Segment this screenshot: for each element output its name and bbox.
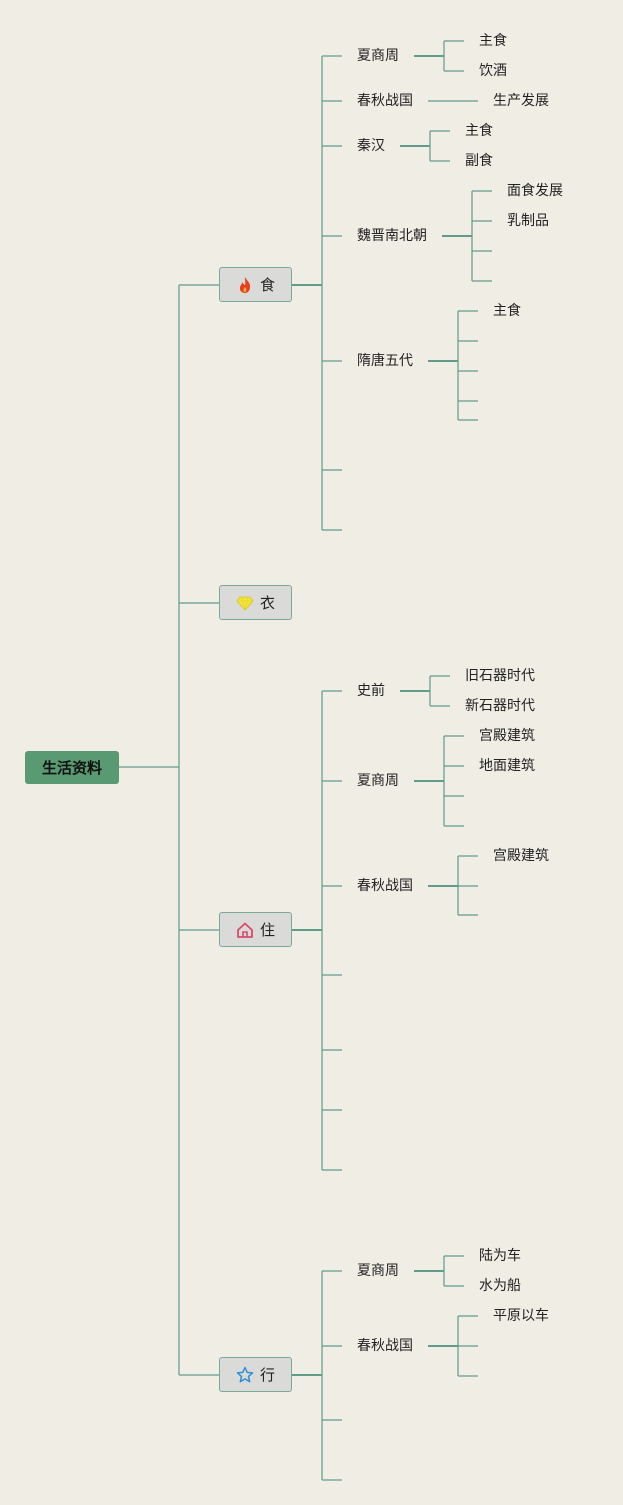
subtopic-label[interactable]: 平原以车	[493, 1308, 549, 1324]
fire-icon	[239, 276, 251, 293]
gem-icon	[236, 596, 254, 611]
topic-label[interactable]: 史前	[357, 683, 385, 699]
subtopic-label[interactable]: 主食	[479, 33, 507, 49]
root-label: 生活资料	[41, 759, 102, 777]
subtopic-label[interactable]: 宫殿建筑	[479, 728, 535, 744]
root-node[interactable]: 生活资料	[25, 751, 119, 784]
subtopic-label[interactable]: 主食	[465, 123, 493, 139]
subtopic-label[interactable]: 生产发展	[493, 93, 549, 109]
topic-label[interactable]: 夏商周	[357, 1263, 399, 1279]
topic-label[interactable]: 隋唐五代	[357, 353, 413, 369]
category-node-housing[interactable]: 住	[219, 912, 292, 947]
subtopic-label[interactable]: 旧石器时代	[465, 668, 535, 684]
subtopic-label[interactable]: 饮酒	[479, 63, 507, 79]
house-icon	[237, 922, 253, 938]
category-node-food[interactable]: 食	[219, 267, 292, 302]
category-label: 行	[259, 1366, 275, 1384]
topic-label[interactable]: 春秋战国	[357, 878, 413, 894]
topic-label[interactable]: 春秋战国	[357, 1338, 413, 1354]
subtopic-label[interactable]: 主食	[493, 303, 521, 319]
subtopic-label[interactable]: 地面建筑	[479, 758, 535, 774]
subtopic-label[interactable]: 宫殿建筑	[493, 848, 549, 864]
star-icon	[236, 1366, 254, 1382]
topic-label[interactable]: 秦汉	[357, 138, 385, 154]
category-label: 食	[259, 276, 275, 294]
subtopic-label[interactable]: 陆为车	[479, 1248, 521, 1264]
subtopic-label[interactable]: 新石器时代	[465, 698, 535, 714]
subtopic-label[interactable]: 副食	[465, 153, 493, 169]
subtopic-label[interactable]: 水为船	[479, 1278, 521, 1294]
topic-label[interactable]: 夏商周	[357, 773, 399, 789]
subtopic-label[interactable]: 乳制品	[507, 213, 549, 229]
topic-label[interactable]: 夏商周	[357, 48, 399, 64]
category-node-clothing[interactable]: 衣	[219, 585, 292, 620]
category-label: 住	[259, 921, 275, 939]
category-label: 衣	[259, 594, 275, 612]
topic-label[interactable]: 魏晋南北朝	[357, 228, 427, 244]
topic-label[interactable]: 春秋战国	[357, 93, 413, 109]
category-node-travel[interactable]: 行	[219, 1357, 292, 1392]
subtopic-label[interactable]: 面食发展	[507, 183, 563, 199]
